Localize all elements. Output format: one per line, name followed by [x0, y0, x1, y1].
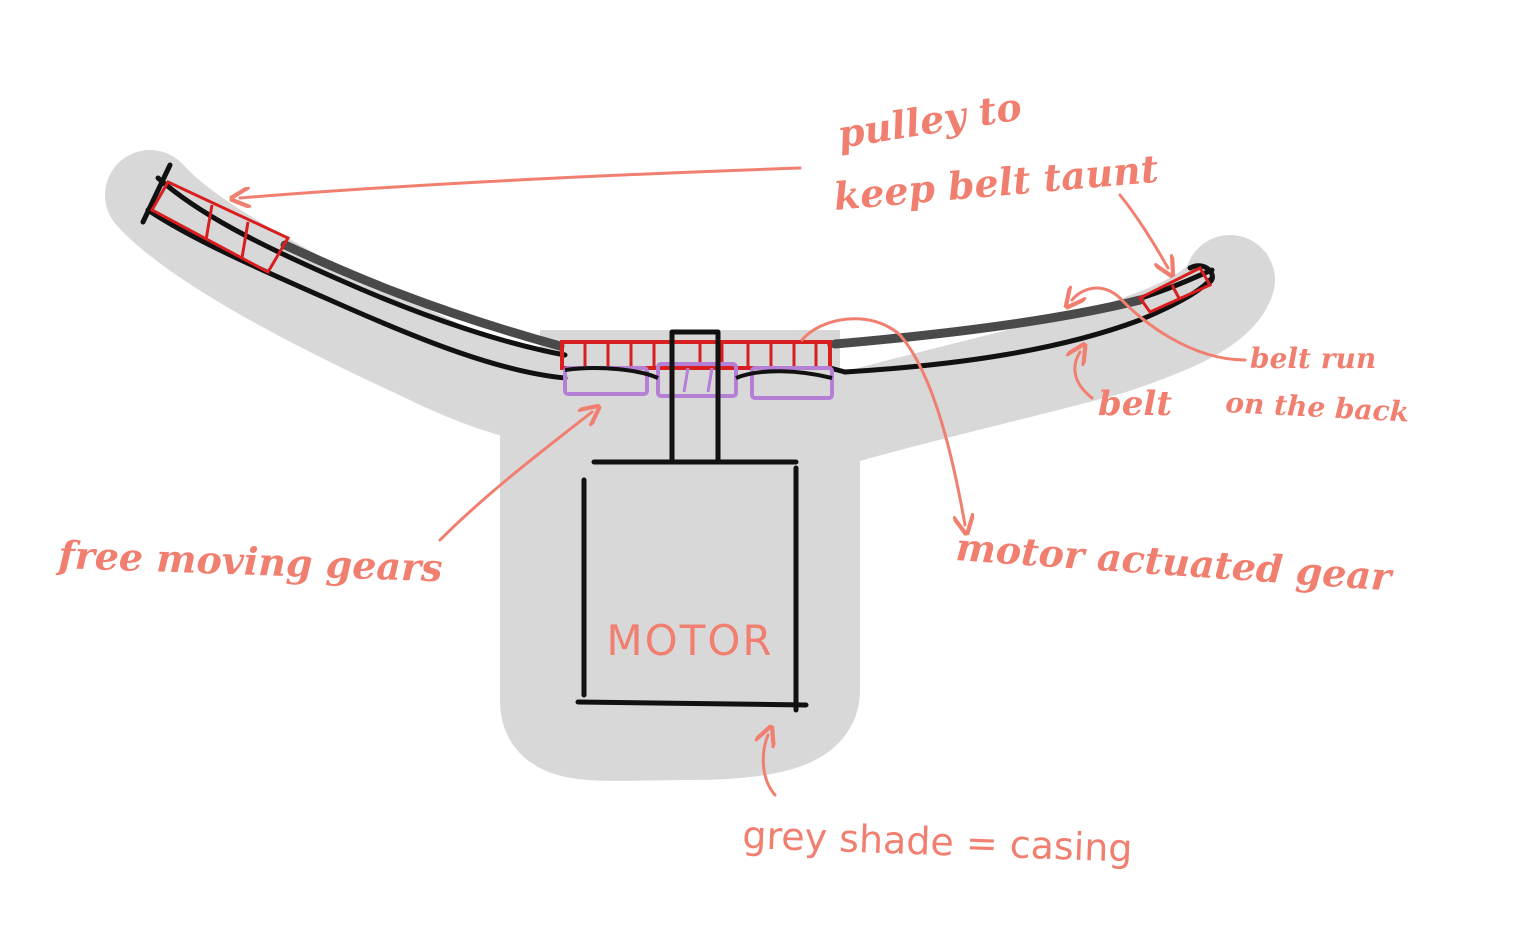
pulley-label-line2: keep belt taunt [832, 146, 1161, 219]
belt-left [140, 162, 568, 381]
arrow-icon [1075, 352, 1094, 400]
casing-legend: grey shade = casing [742, 813, 1134, 871]
arrow-icon [1072, 288, 1247, 362]
arrow-icon [763, 735, 777, 797]
pulley-label-line1: pulley to [834, 83, 1024, 156]
arrow-icon [800, 317, 965, 525]
motor-shaft [669, 329, 721, 462]
belt-label: belt [1098, 384, 1172, 424]
left-pulley [149, 180, 291, 275]
arrow-icon [438, 412, 592, 542]
motor-label: MOTOR [606, 616, 773, 665]
motor-gear [560, 340, 832, 370]
belt-back-label-line1: belt run [1250, 342, 1376, 375]
free-gears-label: free moving gears [55, 532, 444, 590]
right-pulley [1137, 266, 1213, 314]
belt-back-label-line2: on the back [1225, 386, 1410, 429]
free-gears [563, 362, 834, 400]
casing-shade [105, 150, 1275, 781]
annotation-arrows [240, 166, 1247, 797]
motor-gear-label: motor actuated gear [954, 524, 1395, 600]
motor-body [575, 459, 809, 713]
arrow-icon [240, 166, 802, 198]
arrow-icon [1118, 193, 1168, 268]
